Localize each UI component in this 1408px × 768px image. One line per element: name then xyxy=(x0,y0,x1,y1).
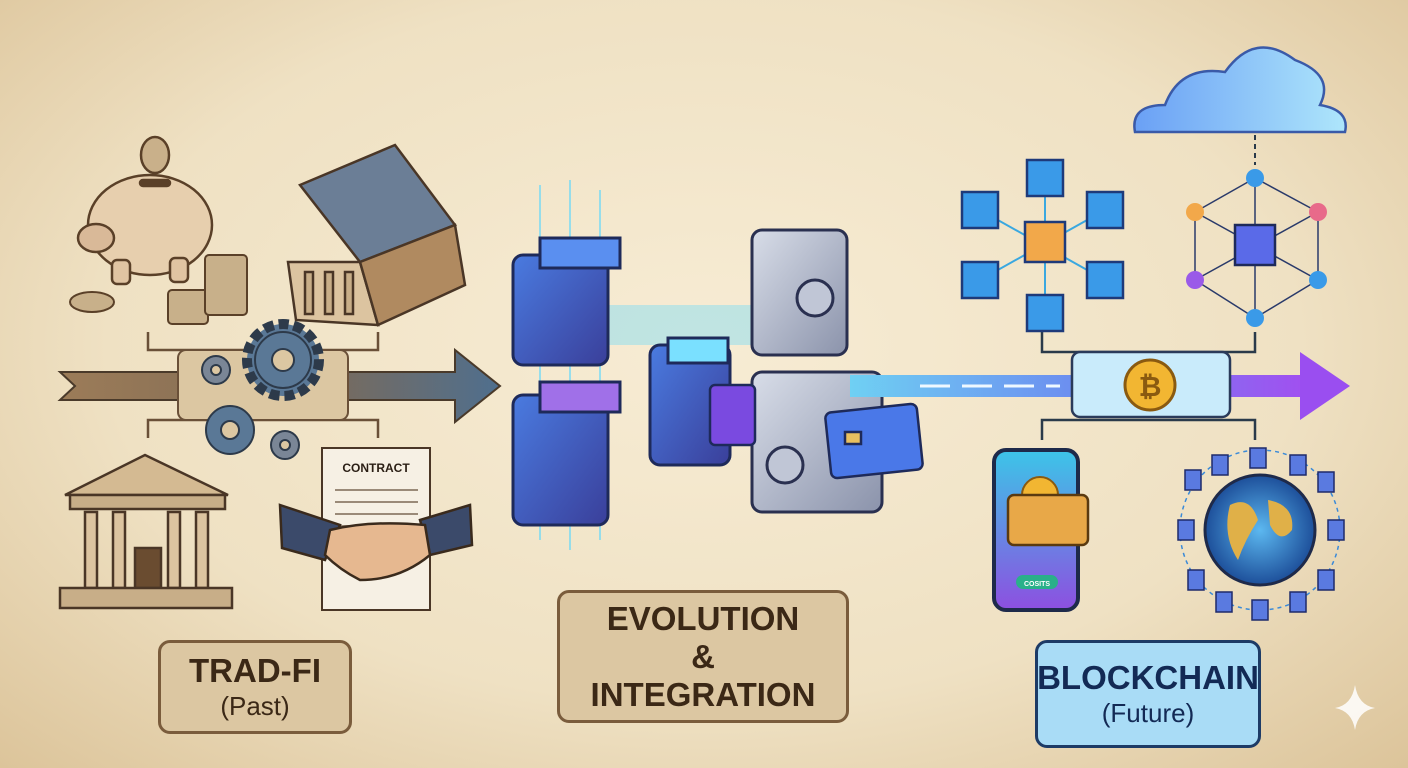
wallet-button-text: COSITS xyxy=(1024,581,1050,588)
tradfi-subtitle: (Past) xyxy=(220,691,290,721)
blockchain-cube-icon xyxy=(511,236,732,527)
classical-bank-icon xyxy=(58,453,234,610)
evolution-line1: EVOLUTION xyxy=(606,599,800,637)
bitcoin-box: ₿ xyxy=(1070,350,1232,419)
blockchain-network-icon xyxy=(960,158,1125,333)
global-network-globe-icon xyxy=(1177,447,1345,621)
gears-icon xyxy=(201,319,324,460)
mobile-wallet-icon: COSITS xyxy=(992,448,1090,612)
tradfi-title: TRAD-FI xyxy=(189,652,321,689)
blockchain-subtitle: (Future) xyxy=(1101,698,1195,728)
bank-building-icon xyxy=(286,143,467,327)
blockchain-title: BLOCKCHAIN xyxy=(1037,659,1259,696)
sparkle-icon xyxy=(1335,685,1375,730)
credit-card-icon xyxy=(708,383,924,480)
evolution-line2: INTEGRATION xyxy=(590,675,816,713)
blockchain-label: BLOCKCHAIN (Future) xyxy=(1035,640,1261,748)
contract-title: CONTRACT xyxy=(342,461,410,475)
node-network-icon xyxy=(1186,169,1327,327)
handshake-icon xyxy=(278,503,474,582)
evolution-ampersand: & xyxy=(691,637,715,675)
tradfi-label: TRAD-FI (Past) xyxy=(158,640,352,734)
piggy-bank-icon xyxy=(76,135,214,286)
evolution-cubes xyxy=(511,180,924,550)
evolution-label: EVOLUTION & INTEGRATION xyxy=(557,590,849,723)
bitcoin-coin-icon xyxy=(1123,358,1177,412)
svg-text:₿: ₿ xyxy=(1139,370,1162,403)
coin-stacks-icon xyxy=(69,254,248,325)
cloud-icon xyxy=(1133,46,1347,165)
